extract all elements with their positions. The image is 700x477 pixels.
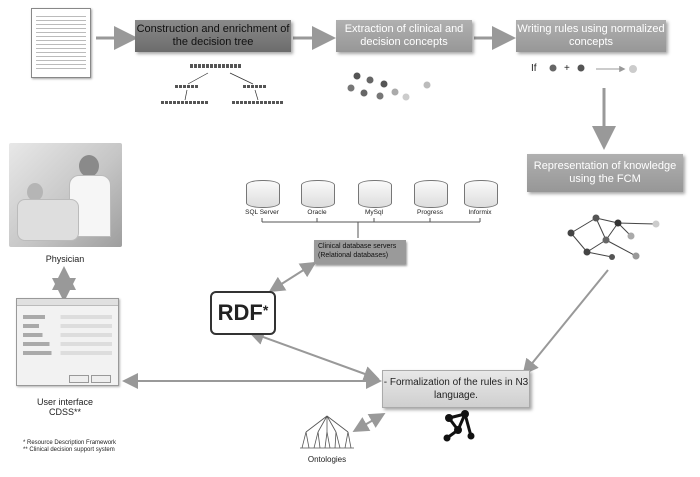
rule-if: If xyxy=(531,63,537,74)
physician-photo xyxy=(9,143,122,247)
db-cylinder-oracle xyxy=(301,180,335,208)
extraction-box-label: Extraction of clinical and decision conc… xyxy=(344,23,464,48)
db-label-informix: Informix xyxy=(468,209,492,216)
db-cylinder-informix xyxy=(464,180,498,208)
db-label-sqlserver: SQL Server xyxy=(245,209,279,216)
db-label-progress: Progress xyxy=(416,209,443,216)
rdf-star: * xyxy=(262,302,269,318)
decision-tree-leaf-left xyxy=(161,101,209,104)
ui-label: User interface xyxy=(36,397,94,407)
footnote-cdss: ** Clinical decision support system xyxy=(23,447,115,453)
n3-molecule-icon xyxy=(443,410,475,442)
construction-box-label: Construction and enrichment of the decis… xyxy=(136,23,290,48)
decision-tree-lines xyxy=(184,72,259,101)
representation-box-label: Representation of knowledge using the FC… xyxy=(533,160,677,185)
ontology-tree-icon xyxy=(300,415,354,449)
db-cylinder-mysql xyxy=(358,180,392,208)
rule-plus: + xyxy=(564,63,570,74)
footnote-rdf: * Resource Description Framework xyxy=(23,440,117,446)
rdf-badge: RDF* xyxy=(210,291,276,335)
cdss-window-button-1 xyxy=(69,375,89,383)
concept-dots xyxy=(347,72,431,101)
arrow-rdf-db xyxy=(268,261,317,293)
decision-tree-leaf-right xyxy=(232,101,284,104)
db-label-mysql: MySql xyxy=(364,209,384,216)
physician-label: Physician xyxy=(45,254,85,264)
extraction-box: Extraction of clinical and decision conc… xyxy=(336,20,472,52)
decision-tree-root xyxy=(190,64,242,68)
rule-dots xyxy=(549,64,637,73)
cdss-window xyxy=(16,298,119,386)
writing-box: Writing rules using normalized concepts xyxy=(516,20,666,52)
formalization-box: - Formalization of the rules in N3 langu… xyxy=(382,370,530,408)
ontologies-label: Ontologies xyxy=(307,455,347,464)
construction-box: Construction and enrichment of the decis… xyxy=(135,20,291,52)
db-cylinder-sqlserver xyxy=(246,180,280,208)
arrow-fcm-to-formalization xyxy=(522,269,609,376)
formalization-box-label: - Formalization of the rules in N3 langu… xyxy=(383,377,529,401)
db-label-oracle: Oracle xyxy=(307,209,327,216)
arrow-rdf-formalization xyxy=(248,329,380,382)
decision-tree-node-left xyxy=(175,85,199,88)
writing-box-label: Writing rules using normalized concepts xyxy=(517,23,665,48)
database-servers-box: Clinical database servers (Relational da… xyxy=(314,240,406,264)
db-connectors xyxy=(261,218,481,238)
rdf-label: RDF xyxy=(217,300,263,325)
source-document-thumbnail xyxy=(31,8,91,78)
fcm-network-nodes xyxy=(567,214,660,260)
representation-box: Representation of knowledge using the FC… xyxy=(527,154,683,192)
decision-tree-node-right xyxy=(243,85,267,88)
arrow-ontologies-formalization xyxy=(352,413,386,432)
cdss-window-button-2 xyxy=(91,375,111,383)
cdss-label: CDSS** xyxy=(48,407,81,417)
database-servers-label: Clinical database servers (Relational da… xyxy=(318,243,397,259)
db-cylinder-progress xyxy=(414,180,448,208)
